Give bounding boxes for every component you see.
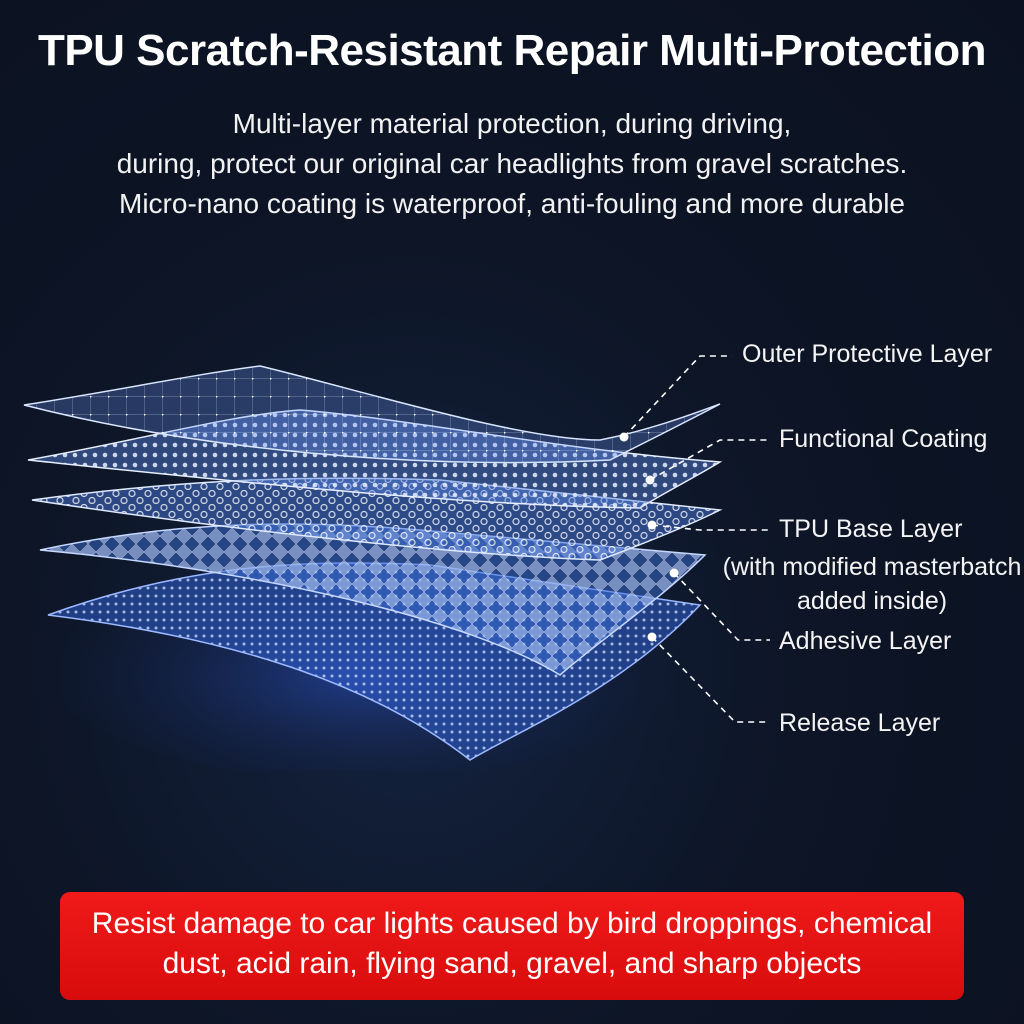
leader-line-adhesive: [673, 572, 770, 641]
marker-dot: [645, 475, 655, 485]
marker-dot: [619, 432, 629, 442]
label-tpu-note-line: (with modified masterbatch: [722, 553, 1022, 581]
label-functional-coating: Functional Coating: [779, 425, 988, 453]
subtitle: Multi-layer material protection, during …: [60, 104, 964, 224]
banner-line: dust, acid rain, flying sand, gravel, an…: [162, 947, 862, 980]
label-tpu-base-layer: TPU Base Layer: [779, 515, 963, 543]
subtitle-line: Multi-layer material protection, during …: [232, 108, 792, 139]
banner-line: Resist damage to car lights caused by bi…: [91, 907, 933, 940]
subtitle-line: during, protect our original car headlig…: [116, 148, 908, 179]
marker-dot: [669, 568, 679, 578]
outer-protective-layer-sheet: [23, 365, 721, 464]
warning-banner: Resist damage to car lights caused by bi…: [60, 892, 964, 1000]
label-release-layer: Release Layer: [779, 709, 941, 737]
adhesive-layer-sheet: [39, 523, 707, 676]
leader-line-tpu: [651, 524, 770, 531]
marker-dot: [647, 520, 657, 530]
leader-line-outer: [623, 355, 732, 438]
label-adhesive-layer: Adhesive Layer: [779, 627, 952, 655]
label-outer-protective-layer: Outer Protective Layer: [742, 340, 993, 368]
label-tpu-base-note: (with modified masterbatch added inside): [720, 550, 1024, 618]
subtitle-line: Micro-nano coating is waterproof, anti-f…: [119, 188, 905, 219]
label-tpu-note-line: added inside): [796, 587, 948, 615]
marker-dot: [647, 632, 657, 642]
page-title: TPU Scratch-Resistant Repair Multi-Prote…: [37, 26, 987, 75]
layer-diagram: [23, 355, 770, 770]
leader-line-functional: [649, 439, 770, 481]
